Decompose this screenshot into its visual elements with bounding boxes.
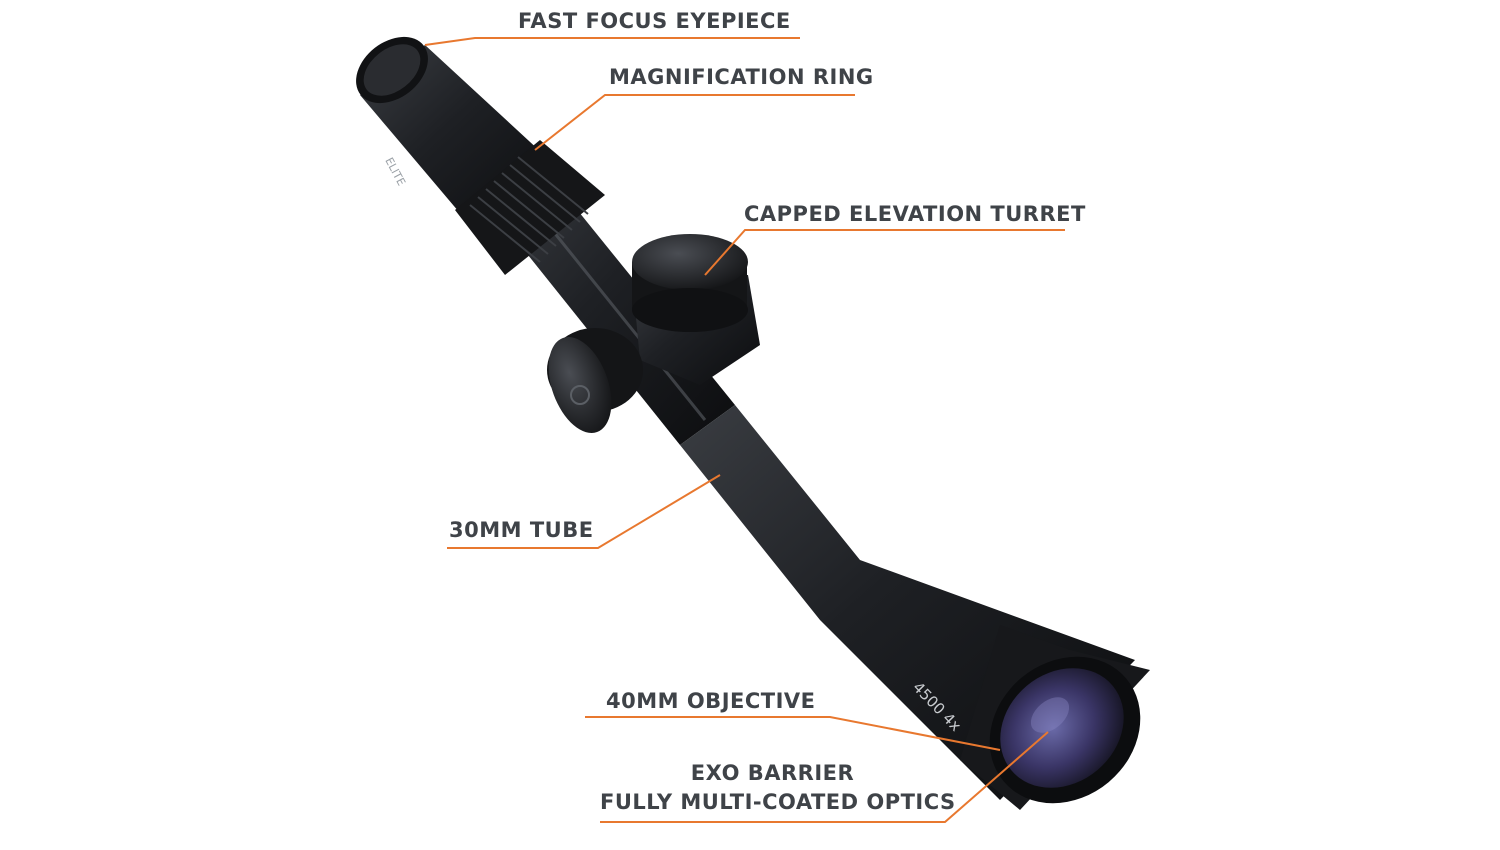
leader-turret: [704, 229, 1065, 276]
brand-marking: ELITE: [382, 155, 408, 188]
leader-objective: [585, 716, 1001, 751]
label-fast-focus-eyepiece: FAST FOCUS EYEPIECE: [518, 9, 791, 33]
magnification-ring: [455, 140, 605, 275]
windage-knob: [547, 328, 643, 433]
label-multi-coated-optics: FULLY MULTI-COATED OPTICS: [600, 790, 956, 814]
label-capped-elevation-turret: CAPPED ELEVATION TURRET: [744, 202, 1086, 226]
leader-eyepiece: [424, 37, 800, 46]
label-exo-barrier: EXO BARRIER: [690, 761, 855, 785]
elevation-turret: [632, 234, 760, 385]
leader-lines: [424, 37, 1065, 823]
label-30mm-tube: 30MM TUBE: [449, 518, 594, 542]
leader-coating: [600, 731, 1049, 823]
label-magnification-ring: MAGNIFICATION RING: [609, 65, 874, 89]
label-40mm-objective: 40MM OBJECTIVE: [606, 689, 816, 713]
objective-end: 4500 4x: [909, 625, 1150, 810]
leader-magnification: [534, 94, 855, 151]
leader-tube: [447, 474, 721, 549]
